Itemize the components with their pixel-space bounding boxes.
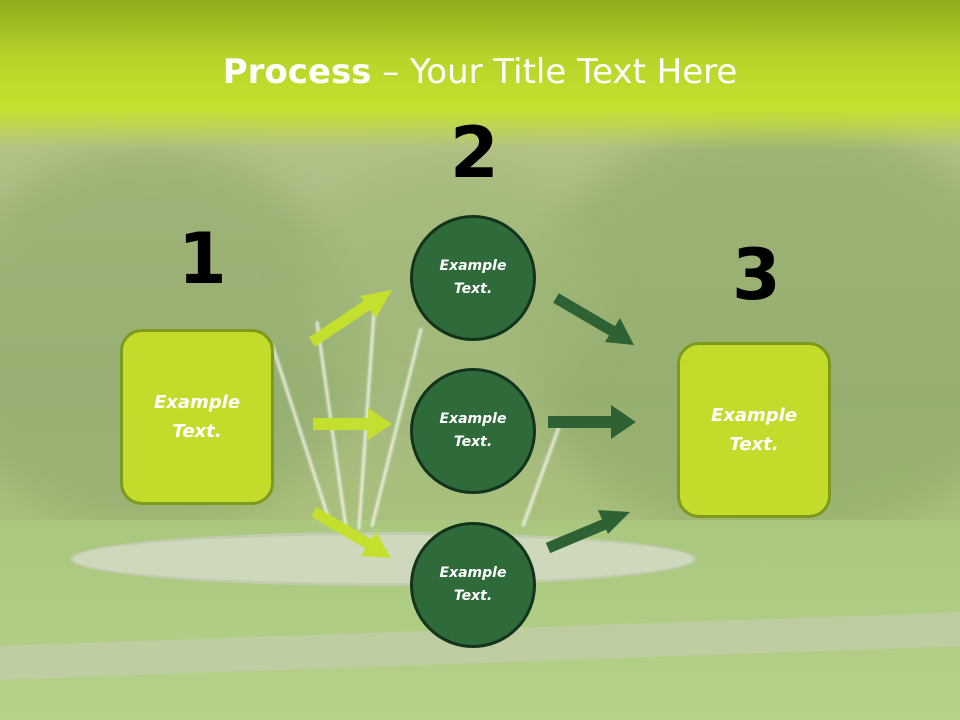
step-3-box: Example Text. (677, 342, 831, 518)
step-2-circle-top: Example Text. (410, 215, 536, 341)
slide-title: Process – Your Title Text Here (0, 52, 960, 92)
arrow-to-circle-3 (311, 507, 391, 558)
step-number-1: 1 (178, 218, 227, 300)
step-1-text: Example Text. (153, 392, 241, 442)
step-number-3: 3 (732, 234, 781, 316)
arrow-from-circle-1 (553, 293, 634, 345)
step-2-circle-bottom: Example Text. (410, 522, 536, 648)
step-2-circle-middle: Example Text. (410, 368, 536, 494)
circle-2-text: Example Text. (439, 411, 507, 450)
circle-3-text: Example Text. (439, 565, 507, 604)
arrow-from-circle-2 (548, 405, 636, 439)
step-3-text: Example Text. (710, 405, 798, 455)
title-band (0, 0, 960, 150)
fountain-pool (70, 532, 696, 586)
arrow-to-circle-2 (313, 408, 392, 440)
title-rest: – Your Title Text Here (371, 52, 738, 92)
arrow-from-circle-3 (545, 510, 630, 554)
title-bold: Process (222, 52, 372, 92)
step-1-box: Example Text. (120, 329, 274, 505)
step-number-2: 2 (450, 112, 499, 194)
arrow-to-circle-1 (308, 290, 392, 347)
circle-1-text: Example Text. (439, 258, 507, 297)
